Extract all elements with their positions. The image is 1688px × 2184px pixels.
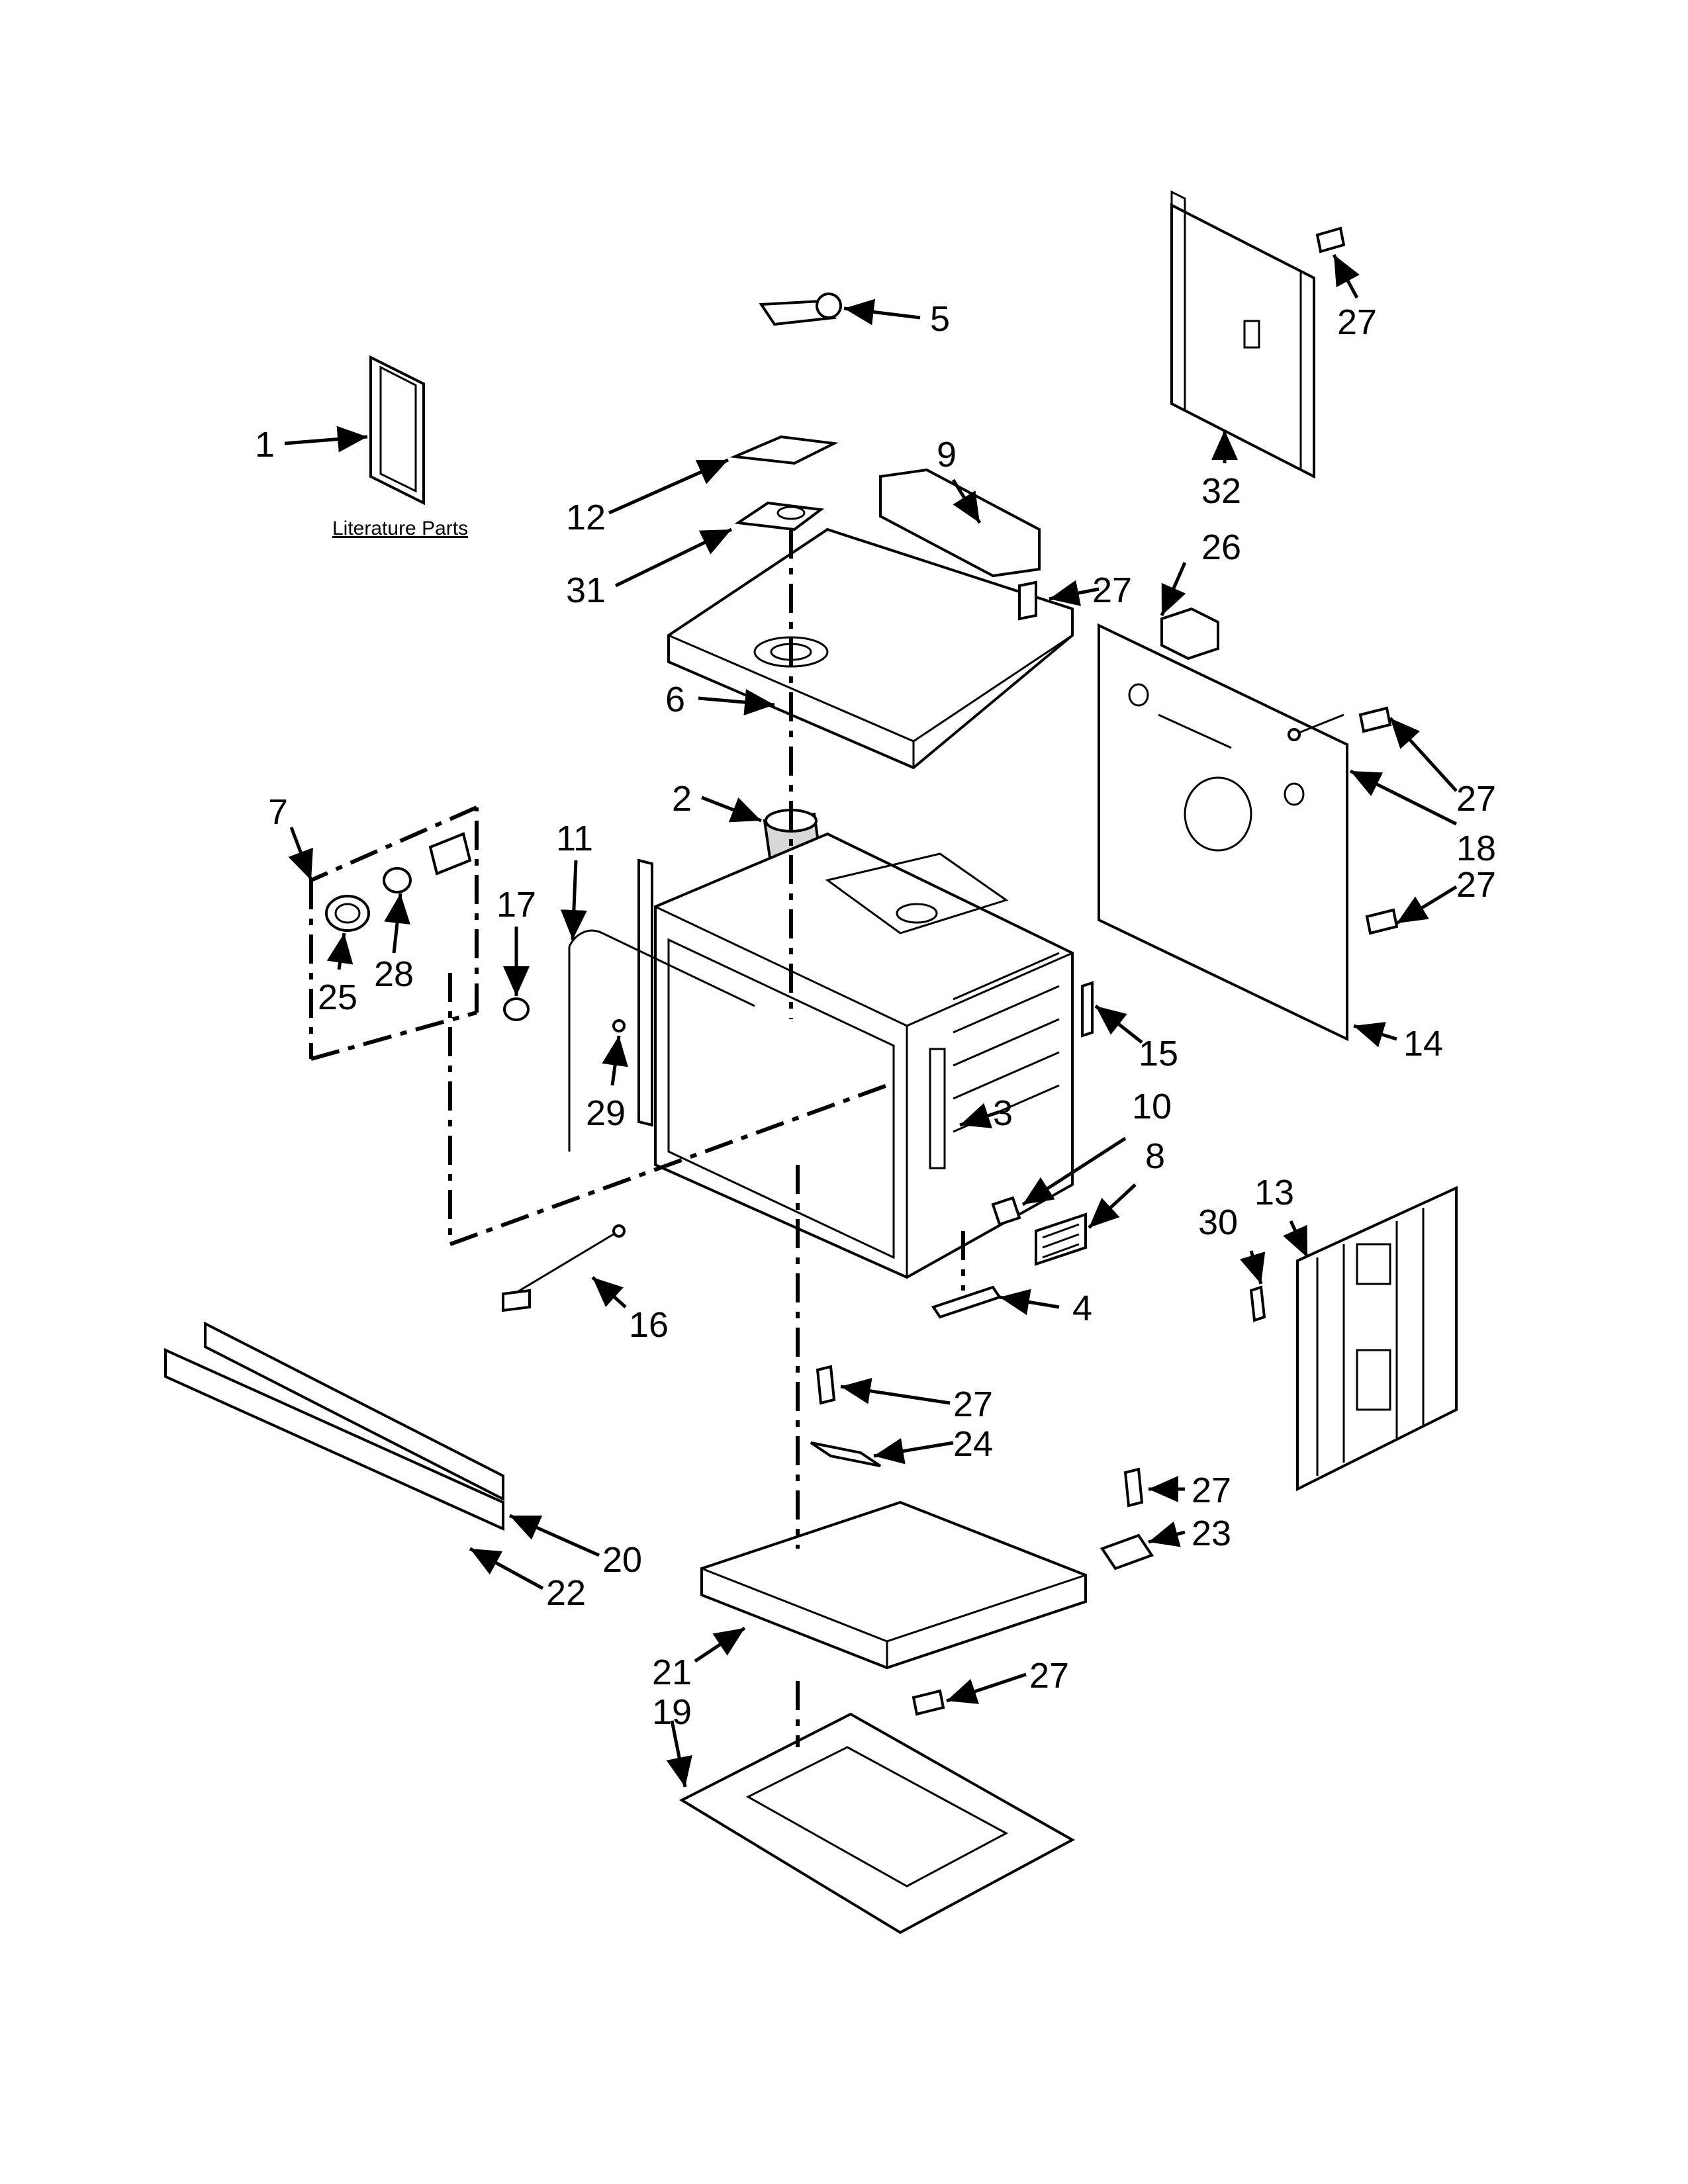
callout-15: 15 [1139,1034,1178,1073]
side-panel-part [1296,1185,1458,1492]
lower-rail-part [204,1321,504,1502]
bracket-part-24 [810,1441,882,1467]
screw-part-27-lower-a [816,1365,836,1405]
light-bulb-part [383,867,412,893]
callout-28: 28 [374,954,414,994]
callout-22: 22 [546,1573,586,1613]
screw-part-27-top [1315,226,1346,253]
assembly-guide-lines [448,529,965,1747]
callout-27c: 27 [1456,779,1496,819]
callout-17: 17 [496,885,536,925]
left-trim-strip-part [637,858,653,1127]
front-rail-part [164,1347,504,1531]
callout-19: 19 [652,1692,692,1732]
callout-32: 32 [1201,471,1241,511]
callout-27f: 27 [1192,1471,1231,1510]
vent-bracket-part [734,501,825,531]
hinge-bracket-part [931,1285,1002,1319]
callout-labels: 1 5 27 32 12 31 9 27 26 6 2 7 11 17 25 2… [255,299,1496,1732]
upper-rear-panel-part [1170,190,1315,479]
callout-29: 29 [586,1093,626,1133]
callout-9: 9 [937,435,957,475]
screw-part-27-lower-c [912,1689,945,1716]
callout-18: 18 [1456,829,1496,868]
bracket-part-23 [1100,1533,1154,1570]
callout-12: 12 [566,498,606,537]
screw-part-10 [991,1196,1021,1226]
callout-27d: 27 [1456,865,1496,905]
callout-27e: 27 [953,1385,993,1424]
control-bracket-part [879,468,1041,578]
callout-30: 30 [1198,1203,1238,1242]
callout-10: 10 [1132,1087,1172,1126]
oven-cavity-part [654,832,1074,1279]
callout-4: 4 [1072,1289,1092,1328]
knob-part [503,997,530,1021]
callout-13: 13 [1254,1173,1294,1212]
floor-panel-part [700,1500,1087,1670]
callout-21: 21 [652,1653,692,1692]
callout-24: 24 [953,1424,993,1464]
callout-27g: 27 [1029,1656,1069,1696]
oven-light-assembly-group [309,805,479,1061]
callout-26: 26 [1201,527,1241,567]
sensor-part-18 [1288,713,1344,741]
callout-27b: 27 [1092,570,1132,610]
vent-grille-part [1035,1212,1087,1266]
light-socket-part [428,832,472,876]
bracket-part-26 [1160,607,1219,660]
callout-25: 25 [318,978,357,1017]
clip-part-30 [1249,1285,1266,1322]
callout-11: 11 [556,819,593,858]
top-bracket-part [729,435,839,465]
temperature-probe-part [502,1224,626,1312]
literature-parts-caption: Literature Parts [332,518,468,539]
callout-7: 7 [268,792,288,832]
callout-31: 31 [566,570,606,610]
callout-23: 23 [1192,1514,1231,1553]
callout-5: 5 [930,299,950,339]
screw-part-27-right-lower [1365,908,1399,935]
callout-1: 1 [255,425,275,465]
leader-arrows [284,253,1458,1788]
callout-27a: 27 [1337,302,1377,342]
callout-16: 16 [629,1305,669,1345]
screw-part-27-right-upper [1358,706,1392,733]
callout-14: 14 [1403,1024,1443,1064]
callout-6: 6 [665,680,685,719]
screw-part-27-lower-b [1123,1467,1144,1508]
rear-panel-part [1098,623,1348,1042]
callout-20: 20 [602,1540,642,1580]
callout-8: 8 [1145,1136,1165,1176]
light-lens-part [325,895,370,932]
callout-2: 2 [672,779,692,819]
screw-part-27-mid [1018,580,1037,621]
bottom-panel-part [679,1712,1076,1934]
literature-book-part [369,355,425,506]
latch-part-15 [1081,981,1094,1038]
callout-3: 3 [993,1093,1013,1133]
screw-part-29 [612,1019,626,1032]
valve-switch-part [759,293,842,326]
